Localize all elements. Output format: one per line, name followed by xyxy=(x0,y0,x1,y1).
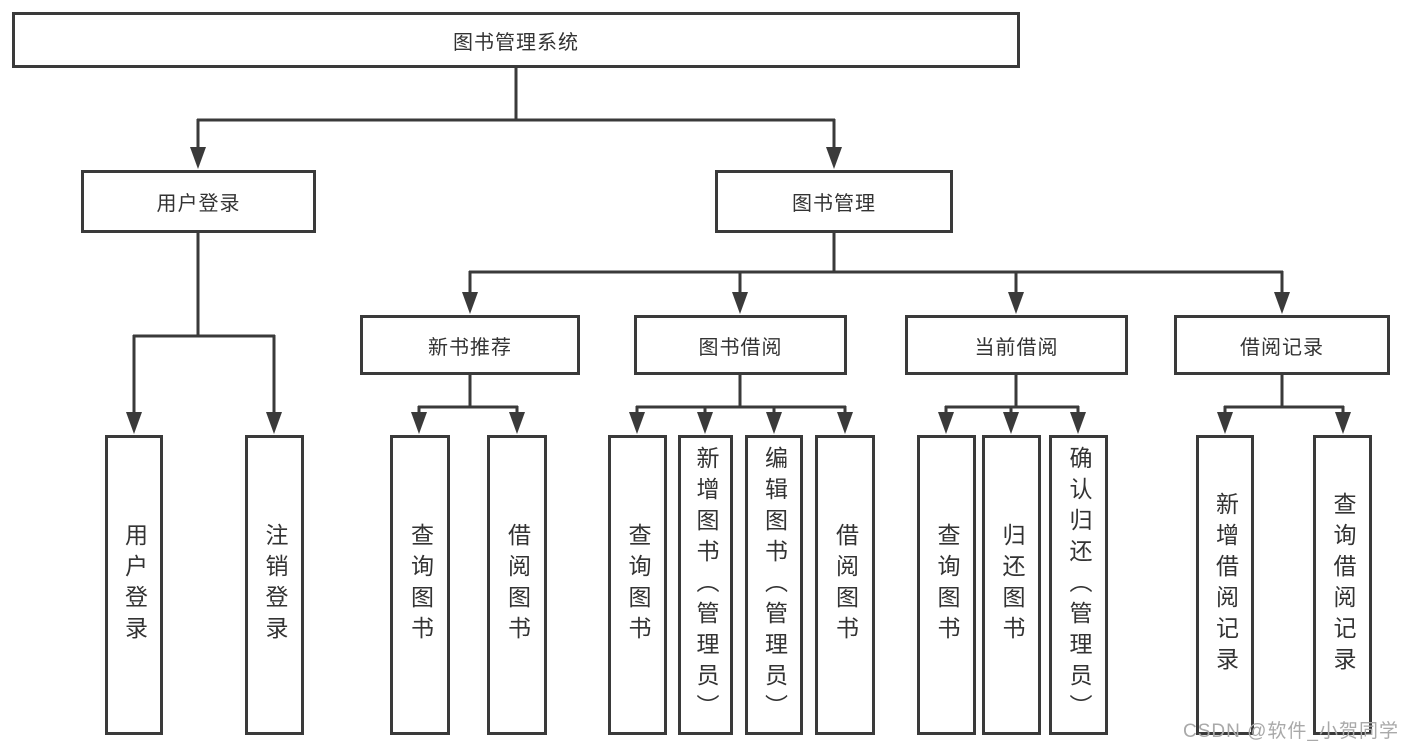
connector-userlogin-to-leaves xyxy=(126,233,282,434)
connector-borrowrecords-to-leaves xyxy=(1217,375,1351,434)
connector-newbook-to-leaves xyxy=(411,375,525,434)
node-book-borrowing: 图书借阅 xyxy=(634,315,847,375)
leaf-query-books-borrow: 查询图书 xyxy=(608,435,667,735)
leaf-query-books-recommend: 查询图书 xyxy=(390,435,450,735)
leaf-borrow-books: 借阅图书 xyxy=(815,435,875,735)
leaf-return-books: 归还图书 xyxy=(982,435,1041,735)
leaf-user-login: 用户登录 xyxy=(105,435,163,735)
csdn-watermark: CSDN @软件_小贺同学 xyxy=(1183,721,1399,742)
leaf-query-borrow-record: 查询借阅记录 xyxy=(1313,435,1372,735)
node-current-borrowing: 当前借阅 xyxy=(905,315,1128,375)
leaf-confirm-return-admin: 确认归还（管理员） xyxy=(1049,435,1108,735)
node-borrowing-records: 借阅记录 xyxy=(1174,315,1390,375)
connector-root-to-level2 xyxy=(190,68,842,169)
leaf-logout: 注销登录 xyxy=(245,435,304,735)
leaf-edit-books-admin: 编辑图书（管理员） xyxy=(745,435,803,735)
node-new-book-recommend: 新书推荐 xyxy=(360,315,580,375)
leaf-borrow-books-recommend: 借阅图书 xyxy=(487,435,547,735)
node-user-login: 用户登录 xyxy=(81,170,316,233)
connector-bookborrow-to-leaves xyxy=(629,375,853,434)
node-root-library-system: 图书管理系统 xyxy=(12,12,1020,68)
connector-bookmgmt-to-level3 xyxy=(462,233,1290,314)
connector-currentborrow-to-leaves xyxy=(938,375,1086,434)
node-book-management: 图书管理 xyxy=(715,170,953,233)
leaf-add-borrow-record: 新增借阅记录 xyxy=(1196,435,1254,735)
leaf-query-books-current: 查询图书 xyxy=(917,435,976,735)
leaf-add-books-admin: 新增图书（管理员） xyxy=(678,435,733,735)
